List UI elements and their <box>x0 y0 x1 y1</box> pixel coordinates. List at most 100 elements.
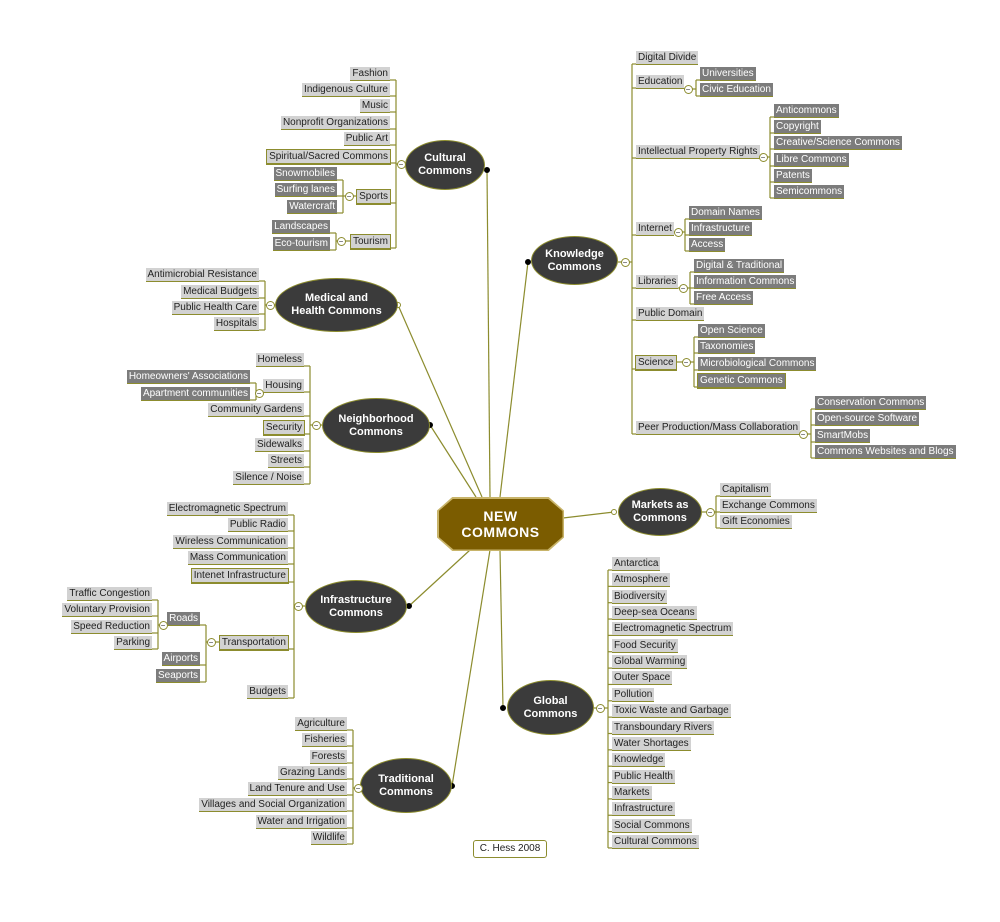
topic-villages-and-social-organization[interactable]: Villages and Social Organization <box>199 798 347 812</box>
topic-digital-divide[interactable]: Digital Divide <box>636 51 699 65</box>
topic-access[interactable]: Access <box>689 238 726 252</box>
topic-landscapes[interactable]: Landscapes <box>272 220 330 234</box>
main-topic-global-commons[interactable]: Global Commons <box>507 680 594 735</box>
topic-infrastructure[interactable]: Infrastructure <box>612 802 675 817</box>
topic-public-health[interactable]: Public Health <box>612 769 675 784</box>
topic-global-warming[interactable]: Global Warming <box>612 655 688 670</box>
collapse-toggle-icon[interactable]: − <box>595 703 605 713</box>
topic-homeless[interactable]: Homeless <box>255 353 304 367</box>
topic-open-source-software[interactable]: Open-source Software <box>815 412 920 426</box>
topic-speed-reduction[interactable]: Speed Reduction <box>71 620 152 634</box>
topic-grazing-lands[interactable]: Grazing Lands <box>277 766 347 780</box>
collapse-toggle-icon[interactable]: − <box>311 420 321 430</box>
topic-water-shortages[interactable]: Water Shortages <box>612 736 691 751</box>
topic-sports[interactable]: Sports <box>356 189 391 205</box>
collapse-toggle-icon[interactable]: − <box>353 783 363 793</box>
topic-open-science[interactable]: Open Science <box>698 324 765 338</box>
topic-wildlife[interactable]: Wildlife <box>310 831 347 845</box>
topic-atmosphere[interactable]: Atmosphere <box>612 573 670 588</box>
topic-security[interactable]: Security <box>262 420 306 436</box>
topic-universities[interactable]: Universities <box>700 67 756 81</box>
topic-patents[interactable]: Patents <box>774 169 812 183</box>
topic-watercraft[interactable]: Watercraft <box>287 200 337 214</box>
topic-microbiological-commons[interactable]: Microbiological Commons <box>698 357 817 371</box>
topic-libraries[interactable]: Libraries <box>636 275 679 289</box>
collapse-toggle-icon[interactable]: − <box>254 388 264 398</box>
topic-public-art[interactable]: Public Art <box>343 132 390 146</box>
topic-taxonomies[interactable]: Taxonomies <box>698 340 756 354</box>
topic-education[interactable]: Education <box>636 75 685 89</box>
topic-libre-commons[interactable]: Libre Commons <box>774 153 849 167</box>
main-topic-medical-and-health-commons[interactable]: Medical and Health Commons <box>275 278 398 332</box>
topic-anticommons[interactable]: Anticommons <box>774 104 839 118</box>
topic-electromagnetic-spectrum[interactable]: Electromagnetic Spectrum <box>166 502 288 516</box>
topic-internet[interactable]: Internet <box>636 222 674 236</box>
topic-copyright[interactable]: Copyright <box>774 120 821 134</box>
topic-cultural-commons[interactable]: Cultural Commons <box>612 834 699 849</box>
main-topic-markets-as-commons[interactable]: Markets as Commons <box>618 488 702 536</box>
topic-creative-science-commons[interactable]: Creative/Science Commons <box>774 136 902 150</box>
topic-smartmobs[interactable]: SmartMobs <box>815 429 871 443</box>
main-topic-neighborhood-commons[interactable]: Neighborhood Commons <box>322 398 430 453</box>
collapse-toggle-icon[interactable]: − <box>336 236 346 246</box>
topic-markets[interactable]: Markets <box>612 785 652 800</box>
collapse-toggle-icon[interactable]: − <box>683 84 693 94</box>
collapse-toggle-icon[interactable]: − <box>673 227 683 237</box>
topic-voluntary-provision[interactable]: Voluntary Provision <box>62 603 152 617</box>
topic-fisheries[interactable]: Fisheries <box>302 733 347 747</box>
topic-knowledge[interactable]: Knowledge <box>612 753 666 768</box>
topic-outer-space[interactable]: Outer Space <box>612 671 673 686</box>
topic-digital-traditional[interactable]: Digital & Traditional <box>694 259 785 273</box>
topic-traffic-congestion[interactable]: Traffic Congestion <box>67 587 152 601</box>
topic-public-health-care[interactable]: Public Health Care <box>171 301 259 315</box>
topic-antarctica[interactable]: Antarctica <box>612 557 661 571</box>
topic-agriculture[interactable]: Agriculture <box>295 717 347 731</box>
topic-nonprofit-organizations[interactable]: Nonprofit Organizations <box>280 116 390 130</box>
topic-deep-sea-oceans[interactable]: Deep-sea Oceans <box>612 606 697 621</box>
topic-public-radio[interactable]: Public Radio <box>227 518 288 532</box>
collapse-toggle-icon[interactable]: − <box>344 191 354 201</box>
topic-parking[interactable]: Parking <box>114 636 152 650</box>
topic-homeowners-associations[interactable]: Homeowners' Associations <box>126 370 250 384</box>
topic-commons-websites-and-blogs[interactable]: Commons Websites and Blogs <box>815 445 956 459</box>
collapse-toggle-icon[interactable]: − <box>798 429 808 439</box>
topic-genetic-commons[interactable]: Genetic Commons <box>697 373 786 389</box>
topic-biodiversity[interactable]: Biodiversity <box>612 589 668 604</box>
topic-surfing-lanes[interactable]: Surfing lanes <box>274 183 337 197</box>
topic-gift-economies[interactable]: Gift Economies <box>720 515 792 529</box>
topic-peer-production-mass-collaboration[interactable]: Peer Production/Mass Collaboration <box>636 421 801 435</box>
topic-free-access[interactable]: Free Access <box>694 291 754 305</box>
topic-exchange-commons[interactable]: Exchange Commons <box>720 499 817 513</box>
topic-transboundary-rivers[interactable]: Transboundary Rivers <box>612 720 715 735</box>
topic-transportation[interactable]: Transportation <box>218 635 290 651</box>
collapse-toggle-icon[interactable]: − <box>265 300 275 310</box>
topic-spiritual-sacred-commons[interactable]: Spiritual/Sacred Commons <box>266 149 391 165</box>
topic-antimicrobial-resistance[interactable]: Antimicrobial Resistance <box>145 268 259 282</box>
topic-science[interactable]: Science <box>635 355 677 371</box>
collapse-toggle-icon[interactable]: − <box>681 357 691 367</box>
collapse-toggle-icon[interactable]: − <box>206 637 216 647</box>
topic-land-tenure-and-use[interactable]: Land Tenure and Use <box>247 782 347 796</box>
topic-food-security[interactable]: Food Security <box>612 638 678 653</box>
topic-toxic-waste-and-garbage[interactable]: Toxic Waste and Garbage <box>612 704 731 719</box>
topic-silence-noise[interactable]: Silence / Noise <box>233 471 304 485</box>
main-topic-cultural-commons[interactable]: Cultural Commons <box>405 140 485 190</box>
collapse-toggle-icon[interactable]: − <box>396 159 406 169</box>
topic-mass-communication[interactable]: Mass Communication <box>187 551 288 565</box>
topic-infrastructure[interactable]: Infrastructure <box>689 222 752 236</box>
topic-budgets[interactable]: Budgets <box>247 685 288 699</box>
collapse-toggle-icon[interactable]: − <box>678 283 688 293</box>
main-topic-infrastructure-commons[interactable]: Infrastructure Commons <box>305 580 407 633</box>
topic-sidewalks[interactable]: Sidewalks <box>254 438 304 452</box>
topic-wireless-communication[interactable]: Wireless Communication <box>173 535 288 549</box>
topic-water-and-irrigation[interactable]: Water and Irrigation <box>255 815 347 829</box>
topic-intellectual-property-rights[interactable]: Intellectual Property Rights <box>636 145 760 159</box>
topic-eco-tourism[interactable]: Eco-tourism <box>272 237 330 251</box>
topic-information-commons[interactable]: Information Commons <box>694 275 797 289</box>
topic-intenet-infrastructure[interactable]: Intenet Infrastructure <box>190 568 290 584</box>
topic-forests[interactable]: Forests <box>309 750 347 764</box>
topic-snowmobiles[interactable]: Snowmobiles <box>273 167 337 181</box>
topic-apartment-communities[interactable]: Apartment communities <box>140 387 250 401</box>
topic-fashion[interactable]: Fashion <box>350 67 390 81</box>
topic-tourism[interactable]: Tourism <box>349 234 392 250</box>
